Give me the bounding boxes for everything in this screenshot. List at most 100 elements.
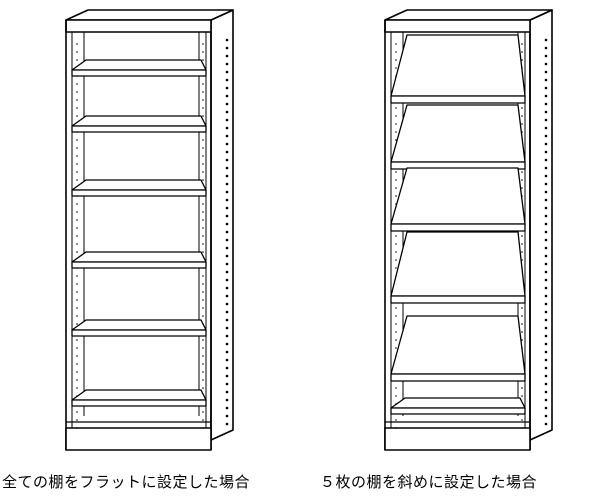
inner-hole [395, 323, 397, 325]
side-hole [225, 350, 229, 354]
inner-hole [76, 427, 78, 429]
side-hole [225, 262, 229, 266]
side-hole [544, 270, 548, 274]
inner-hole [202, 179, 204, 181]
slanted-shelf-top [390, 167, 526, 225]
inner-hole [395, 395, 397, 397]
side-hole [225, 358, 229, 362]
side-hole [544, 134, 548, 138]
side-hole [225, 286, 229, 290]
side-hole [225, 398, 229, 402]
inner-hole [202, 411, 204, 413]
side-hole [544, 358, 548, 362]
side-hole [544, 310, 548, 314]
inner-hole [76, 163, 78, 165]
inner-hole [521, 235, 523, 237]
side-hole [544, 246, 548, 250]
inner-hole [521, 107, 523, 109]
slanted-shelf-lip [390, 95, 526, 104]
inner-hole [202, 43, 204, 45]
flat-shelf-top [390, 397, 526, 409]
side-hole [225, 110, 229, 114]
side-hole [225, 342, 229, 346]
top-board-front [384, 19, 531, 33]
inner-hole [76, 419, 78, 421]
inner-hole [521, 51, 523, 53]
side-hole [544, 46, 548, 50]
inner-hole [76, 283, 78, 285]
flat-shelf-front [71, 189, 207, 197]
flat-shelf-front [390, 407, 526, 415]
inner-hole [202, 307, 204, 309]
side-hole [225, 166, 229, 170]
inner-hole [76, 115, 78, 117]
side-hole [544, 222, 548, 226]
inner-hole [395, 51, 397, 53]
inner-hole [521, 419, 523, 421]
side-hole [225, 118, 229, 122]
inner-hole [521, 251, 523, 253]
inner-hole [202, 171, 204, 173]
flat-shelf-top [71, 389, 207, 401]
side-hole [225, 302, 229, 306]
inner-hole [76, 339, 78, 341]
side-hole [544, 110, 548, 114]
inner-hole [395, 307, 397, 309]
inner-hole [521, 307, 523, 309]
side-hole [225, 310, 229, 314]
inner-hole [202, 379, 204, 381]
caption-slanted: ５枚の棚を斜めに設定した場合 [320, 473, 538, 491]
inner-hole [395, 419, 397, 421]
side-hole [544, 158, 548, 162]
inner-hole [76, 171, 78, 173]
side-hole [225, 278, 229, 282]
inner-hole [76, 251, 78, 253]
inner-hole [202, 275, 204, 277]
slanted-shelf-lip [390, 161, 526, 170]
side-hole [225, 230, 229, 234]
inner-hole [202, 339, 204, 341]
side-hole [225, 238, 229, 242]
inner-hole [202, 115, 204, 117]
slanted-shelf-top [390, 231, 526, 297]
side-hole [225, 254, 229, 258]
side-hole [544, 334, 548, 338]
side-hole [225, 206, 229, 210]
flat-shelf-front [71, 125, 207, 133]
side-hole [544, 142, 548, 146]
inner-hole [76, 275, 78, 277]
inner-hole [202, 227, 204, 229]
side-hole [544, 198, 548, 202]
side-hole [544, 54, 548, 58]
side-hole [544, 350, 548, 354]
side-hole [544, 254, 548, 258]
inner-hole [202, 283, 204, 285]
flat-shelf-top [71, 251, 207, 263]
inner-hole [395, 43, 397, 45]
inner-hole [395, 331, 397, 333]
side-hole [225, 78, 229, 82]
inner-hole [76, 91, 78, 93]
side-hole [225, 142, 229, 146]
inner-hole [395, 387, 397, 389]
side-hole [225, 366, 229, 370]
side-hole [225, 190, 229, 194]
flat-shelf-top [71, 179, 207, 191]
side-hole [225, 270, 229, 274]
side-hole [544, 382, 548, 386]
side-hole [544, 166, 548, 170]
inner-hole [202, 91, 204, 93]
side-hole [544, 414, 548, 418]
inner-hole [202, 347, 204, 349]
inner-hole [395, 179, 397, 181]
inner-hole [521, 115, 523, 117]
inner-hole [395, 115, 397, 117]
flat-shelf-front [71, 399, 207, 407]
side-hole [544, 406, 548, 410]
side-hole [225, 374, 229, 378]
side-hole [225, 214, 229, 218]
side-hole [544, 102, 548, 106]
side-hole [544, 78, 548, 82]
side-hole [225, 54, 229, 58]
side-panel [210, 9, 234, 441]
